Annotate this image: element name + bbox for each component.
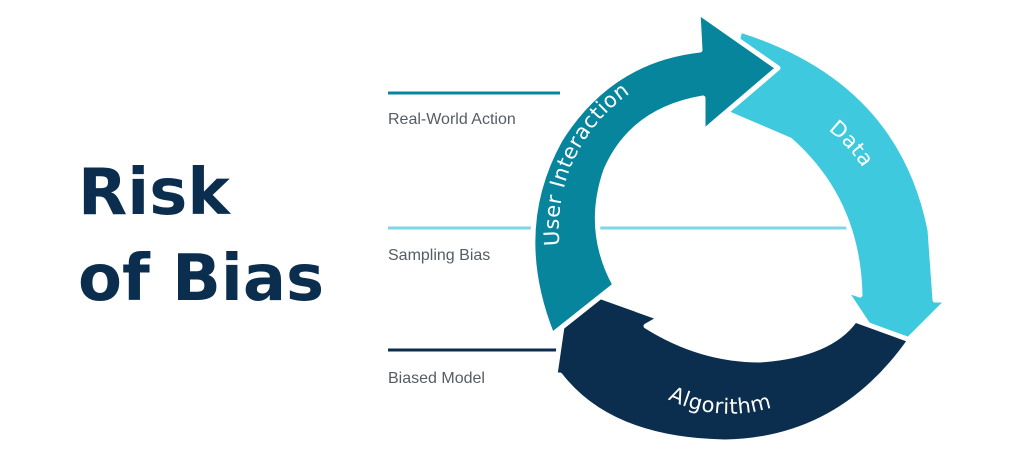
- algorithm-arrow: [552, 282, 913, 445]
- side-label-sampling-bias: Sampling Bias: [388, 247, 490, 264]
- side-label-real-world-action: Real-World Action: [388, 111, 516, 128]
- user-interaction-arrow: [530, 9, 781, 338]
- title-line-2: of Bias: [78, 242, 324, 316]
- side-label-biased-model: Biased Model: [388, 370, 485, 387]
- page-title: Risk of Bias: [78, 156, 324, 316]
- data-arrow: [717, 27, 951, 361]
- title-line-1: Risk: [78, 156, 231, 230]
